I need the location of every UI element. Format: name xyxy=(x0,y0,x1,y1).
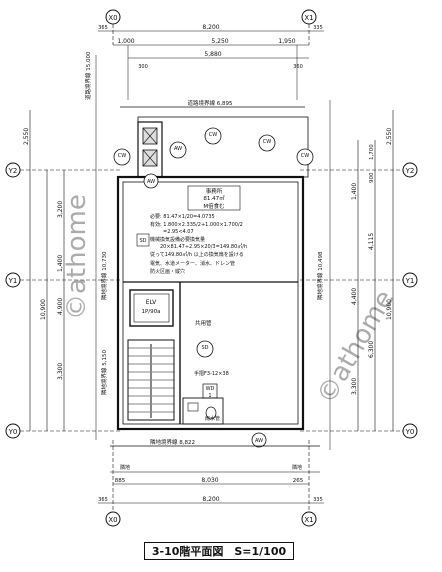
svg-text:X0: X0 xyxy=(108,14,117,22)
svg-text:X0: X0 xyxy=(108,516,117,524)
bottom-note-right: 隣地 xyxy=(292,464,302,471)
dim-left-e: 10,900 xyxy=(40,299,47,320)
grid-x1-bottom: X1 xyxy=(301,511,317,527)
svg-text:WD: WD xyxy=(206,386,215,392)
calc-line-5: 20×81.47÷2.95×20/3=149.80㎥/h xyxy=(160,243,247,250)
sd-label: SD xyxy=(139,238,146,244)
svg-text:1: 1 xyxy=(208,393,211,399)
svg-text:X1: X1 xyxy=(304,14,313,22)
dim-right-g: 900 xyxy=(369,172,375,183)
svg-text:CW: CW xyxy=(263,139,271,145)
toilet-room xyxy=(182,397,224,425)
neighbor-boundary-left: 隣地境界線 10,730 xyxy=(100,251,108,300)
dim-left-a: 2,550 xyxy=(23,128,30,145)
dim-bottom-e1: 365 xyxy=(98,497,108,503)
grid-x0-top: X0 xyxy=(105,9,121,25)
road-boundary-top: 道路境界線 6,895 xyxy=(188,99,233,107)
window-callout-cw-2: CW xyxy=(204,127,222,145)
svg-text:AW: AW xyxy=(255,438,263,444)
dim-right-a: 2,550 xyxy=(386,128,393,145)
svg-text:CW: CW xyxy=(301,153,309,159)
svg-text:Y1: Y1 xyxy=(8,277,18,285)
window-callout-cw-3: CW xyxy=(258,134,276,152)
dim-top-total: 8,200 xyxy=(202,24,219,31)
dim-top-d2: 5,250 xyxy=(211,38,228,45)
dim-right-c: 4,115 xyxy=(368,233,375,250)
calc-line-7: 電気、水道メーター、消水、ドレン管 xyxy=(150,260,235,267)
svg-text:AW: AW xyxy=(174,146,182,152)
dim-left-f: 3,300 xyxy=(57,363,64,380)
door-callout-sd: SD xyxy=(196,340,214,358)
svg-text:Y0: Y0 xyxy=(8,428,18,436)
calc-line-6: 従って149.80㎥/h 以上の換気扇を設ける xyxy=(150,251,244,258)
grid-y1-right: Y1 xyxy=(402,272,418,288)
room-note: M倍食む xyxy=(203,202,225,210)
dim-right-b: 1,700 xyxy=(369,144,375,160)
calc-line-1: 必要: 81.47×1/20=4.0735 xyxy=(150,213,215,220)
grid-y1-left: Y1 xyxy=(5,272,21,288)
grid-y0-left: Y0 xyxy=(5,423,21,439)
dim-right-i: 3,300 xyxy=(351,378,358,395)
grid-y0-right: Y0 xyxy=(402,423,418,439)
svg-text:CW: CW xyxy=(118,153,126,159)
svg-text:X1: X1 xyxy=(304,516,313,524)
svg-text:Y2: Y2 xyxy=(405,167,415,175)
dim-bottom-b: 8,030 xyxy=(201,477,218,484)
neighbor-boundary-right: 隣地境界線 10,498 xyxy=(316,251,324,300)
svg-text:Y1: Y1 xyxy=(405,277,415,285)
dim-top-d5: 300 xyxy=(138,64,148,70)
elevator-label: ELV xyxy=(146,299,157,306)
grid-x1-top: X1 xyxy=(301,9,317,25)
grid-x0-bottom: X0 xyxy=(105,511,121,527)
room-area: 81.47㎡ xyxy=(203,194,225,202)
dim-top-e2: 335 xyxy=(313,25,323,31)
dim-bottom-e2: 335 xyxy=(313,497,323,503)
calc-line-8: 防火区画・縦穴 xyxy=(150,268,185,275)
pipe-label: 共用管 xyxy=(195,319,212,327)
stair-handrail-label: 手摺F3-12×38 xyxy=(194,370,229,377)
dim-bottom-a: 885 xyxy=(115,478,126,484)
room-name: 事務所 xyxy=(206,187,223,195)
svg-text:CW: CW xyxy=(209,132,217,138)
dim-top-d6: 360 xyxy=(293,64,303,70)
dim-top-d1: 1,000 xyxy=(117,38,134,45)
dim-right-e: 6,300 xyxy=(368,341,375,358)
dim-bottom-total: 8,200 xyxy=(202,496,219,503)
dim-left-d: 4,900 xyxy=(57,298,64,315)
elevator xyxy=(129,289,174,327)
dim-left-b: 3,200 xyxy=(57,201,64,218)
calc-line-2: 有効: 1.800×2.335/2+1.000×1.700/2 xyxy=(150,221,243,228)
watermark-text: ©athome xyxy=(62,194,92,320)
window-callout-aw-3: AW xyxy=(169,141,187,159)
calc-line-4: 機械換気設備必要換気量 xyxy=(150,236,205,243)
grid-y2-left: Y2 xyxy=(5,162,21,178)
dim-right-d: 10,900 xyxy=(386,299,393,320)
window-callout-aw-1: AW xyxy=(143,173,159,189)
dim-top-e1: 365 xyxy=(98,25,108,31)
dim-top-d3: 1,950 xyxy=(278,38,295,45)
neighbor-boundary-left-2: 隣地境界線 5,150 xyxy=(100,350,108,395)
dim-right-f: 4,400 xyxy=(351,288,358,305)
svg-text:Y2: Y2 xyxy=(8,167,18,175)
window-callout-aw-bottom: AW xyxy=(251,432,267,448)
svg-text:Y0: Y0 xyxy=(405,428,415,436)
road-boundary-left: 道路境界線 15,000 xyxy=(84,51,92,100)
window-callout-cw-1: CW xyxy=(113,148,131,166)
dim-top-d4: 5,880 xyxy=(204,51,221,58)
drawing-title: 3-10階平面図 S=1/100 xyxy=(144,542,294,560)
bottom-note-left: 隣地 xyxy=(120,464,130,471)
calc-line-3: =2.95<4.07 xyxy=(163,229,194,235)
neighbor-boundary-bottom: 隣地境界線 8,822 xyxy=(150,438,195,446)
window-callout-cw-4: CW xyxy=(296,148,314,166)
dim-bottom-c: 265 xyxy=(293,478,304,484)
grid-y2-right: Y2 xyxy=(402,162,418,178)
svg-text:SD: SD xyxy=(201,345,208,351)
svg-text:AW: AW xyxy=(147,179,155,185)
dim-right-h: 1,400 xyxy=(351,183,358,200)
dim-left-c: 1,400 xyxy=(57,255,64,272)
elevator-spec: 1P/90a xyxy=(141,309,160,315)
